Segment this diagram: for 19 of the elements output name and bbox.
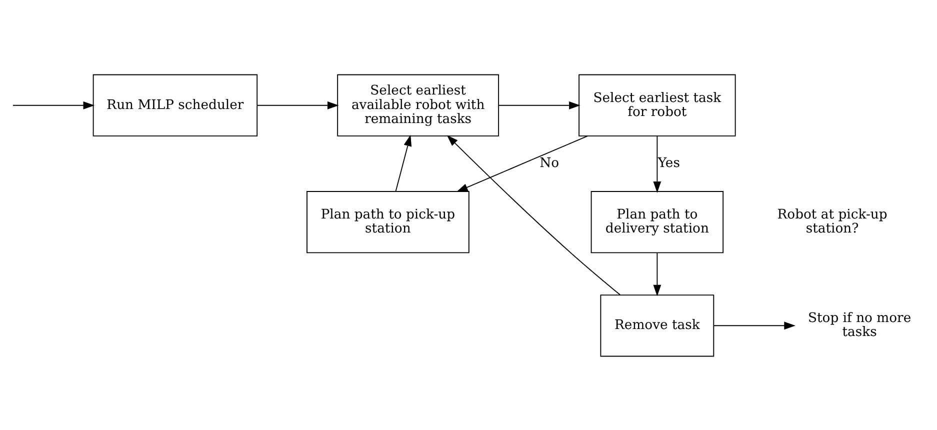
label: Robot at pick-up station? xyxy=(777,207,888,236)
arrow xyxy=(395,134,412,192)
arrow xyxy=(713,321,796,330)
arrow xyxy=(653,135,662,192)
arrow xyxy=(446,134,620,295)
arrow xyxy=(12,100,95,109)
arrow xyxy=(456,135,588,192)
arrow xyxy=(653,252,662,296)
arrow xyxy=(256,100,339,109)
node-text: Stop if no more tasks xyxy=(808,310,912,340)
node-box: Select earliest task for robot xyxy=(578,74,736,136)
node-box: Plan path to pick-up station xyxy=(306,190,470,253)
arrow xyxy=(498,100,580,109)
edge-label: Yes xyxy=(658,156,680,171)
node-box: Select earliest available robot with remaining tasks xyxy=(337,74,500,136)
edge-label: No xyxy=(540,156,560,171)
node-box: Remove task xyxy=(600,294,714,356)
node-box: Run MILP scheduler xyxy=(92,74,258,136)
node-box: Plan path to delivery station xyxy=(590,190,724,253)
